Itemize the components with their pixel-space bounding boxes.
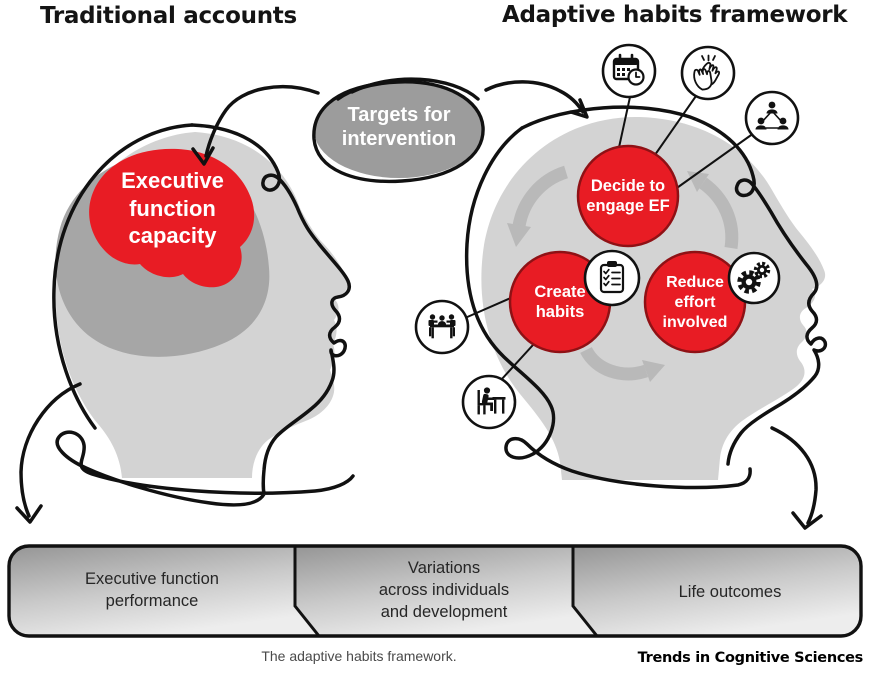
cycle-arrow-left — [512, 165, 569, 228]
outcome-banner — [7, 544, 863, 638]
reduce-circle — [643, 250, 747, 354]
bubble-ellipse — [314, 82, 484, 178]
clapping-hands-icon — [680, 45, 736, 101]
arrow-bubble-right-tip — [569, 98, 589, 119]
checklist-rows — [603, 268, 621, 287]
clock-hands — [635, 71, 641, 78]
arrow-bubble-right-shaft — [484, 80, 585, 114]
banner-segment-3 — [573, 546, 861, 636]
calendar-grid — [617, 68, 630, 76]
banner-separator-2 — [571, 546, 599, 637]
arrow-bubble-to-left-head — [191, 85, 320, 166]
connector-network — [673, 132, 755, 191]
arrow-left-head-to-banner — [15, 382, 82, 524]
gears-icon — [727, 251, 781, 305]
arrow-bubble-left-shaft — [204, 85, 320, 158]
person-at-desk-icon — [461, 374, 517, 430]
icon-badge-circle — [461, 374, 517, 430]
calendar-tabs — [618, 53, 634, 63]
left-head-outline-face — [55, 123, 355, 507]
arrow-right-banner-tip — [791, 511, 823, 530]
banner-segment-1 — [9, 546, 319, 636]
right-head-outline-top-face — [520, 105, 828, 466]
right-head-outline — [464, 105, 828, 490]
clap-hands — [693, 61, 721, 91]
left-head-outline — [52, 123, 355, 507]
table-scene — [428, 314, 456, 339]
arrow-right-banner-shaft — [770, 426, 818, 525]
clipboard-clip — [607, 261, 617, 267]
decide-circle — [576, 144, 680, 248]
arrow-left-banner-shaft — [19, 382, 82, 518]
calendar-clock-icon — [601, 43, 657, 99]
people-at-table-icon — [414, 299, 470, 355]
gear-small — [753, 261, 771, 279]
network-people — [755, 101, 789, 130]
arrow-left-banner-tip — [15, 504, 43, 524]
gear-large — [737, 270, 761, 294]
bubble-outline-loop — [312, 80, 485, 184]
right-head-outline-back — [464, 126, 752, 490]
banner-border — [7, 544, 863, 638]
cycle-arrow-bottom — [580, 346, 649, 381]
icon-badge-circle — [744, 90, 800, 146]
flow-arrows — [15, 80, 823, 530]
arrow-right-head-to-banner — [770, 426, 823, 530]
people-network-icon — [744, 90, 800, 146]
cycle-arrow-left-head — [507, 223, 531, 247]
bubble-outline-flourish — [350, 77, 480, 101]
arrow-bubble-left-tip — [191, 146, 215, 166]
bubble-sketch-outline — [312, 77, 485, 184]
connector-clap — [649, 95, 697, 163]
cycle-arrow-bottom-head — [642, 360, 665, 382]
clap-motion-lines — [701, 54, 716, 62]
desk-scene — [477, 387, 506, 415]
left-head-outline-back — [52, 123, 194, 430]
calendar-header — [614, 59, 638, 65]
ef-capacity-blob — [89, 148, 255, 288]
cycle-arrow-right — [698, 177, 739, 249]
banner-segment-2 — [295, 546, 597, 636]
connector-table — [464, 296, 514, 319]
banner-separator-1 — [293, 546, 321, 637]
checklist-icon — [583, 249, 641, 307]
arrow-bubble-to-right-head — [484, 80, 589, 119]
